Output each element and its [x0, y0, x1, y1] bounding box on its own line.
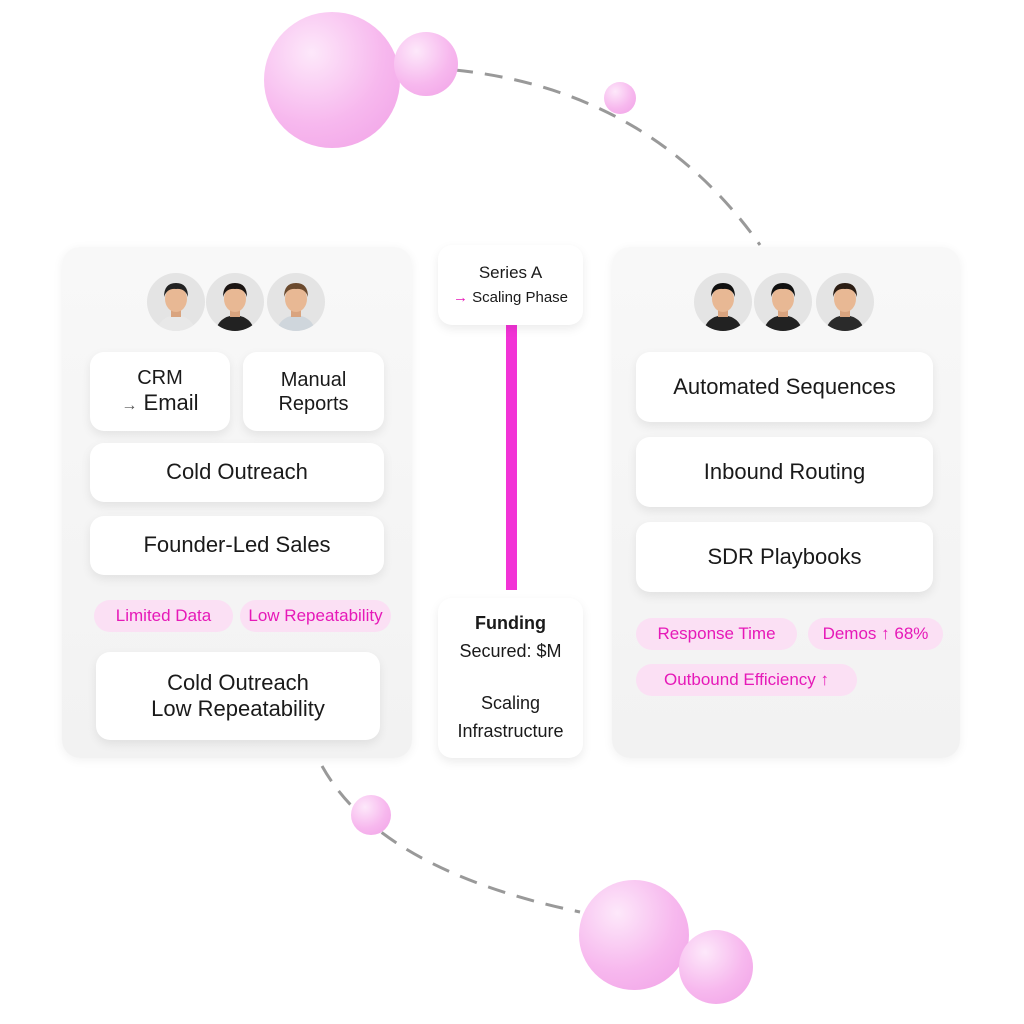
funding-card: Funding Secured: $M Scaling Infrastructu…	[438, 598, 583, 758]
tag-limited-data: Limited Data	[94, 600, 233, 632]
series-a-label: Series A	[478, 262, 543, 282]
scaling-phase-label: Scaling Phase	[472, 289, 569, 307]
inbound-routing-card: Inbound Routing	[636, 437, 933, 507]
person-avatar	[694, 273, 752, 331]
email-label: Email	[143, 390, 199, 416]
series-a-card: Series A → Scaling Phase	[438, 245, 583, 325]
inbound-routing-label: Inbound Routing	[703, 458, 866, 484]
manual-reports-card: Manual Reports	[243, 352, 384, 431]
bubble-decoration	[351, 795, 391, 835]
arrow-right-icon: →	[121, 397, 138, 415]
founder-led-sales-card: Founder-Led Sales	[90, 516, 384, 575]
bottom-dashed-arc	[320, 765, 581, 914]
bubble-decoration	[579, 880, 689, 990]
scaling-label: Scaling	[480, 693, 541, 713]
crm-label: CRM	[137, 367, 183, 390]
person-avatar	[206, 273, 264, 331]
cold-outreach-card: Cold Outreach	[90, 443, 384, 502]
person-avatar	[267, 273, 325, 331]
cold-outreach-label: Cold Outreach	[166, 459, 308, 485]
funding-label: Funding	[475, 613, 546, 634]
crm-email-card: CRM → Email	[90, 352, 230, 431]
founder-led-sales-label: Founder-Led Sales	[143, 532, 331, 558]
bubble-decoration	[394, 32, 458, 96]
sdr-playbooks-label: SDR Playbooks	[707, 543, 862, 569]
person-avatar	[754, 273, 812, 331]
bubble-decoration	[264, 12, 400, 148]
person-avatar	[816, 273, 874, 331]
tag-low-repeatability: Low Repeatability	[240, 600, 391, 632]
manual-label: Manual	[280, 368, 347, 391]
infrastructure-label: Infrastructure	[457, 720, 564, 741]
sdr-playbooks-card: SDR Playbooks	[636, 522, 933, 592]
tag-demos: Demos ↑ 68%	[808, 618, 943, 650]
tag-outbound-efficiency: Outbound Efficiency ↑	[636, 664, 857, 696]
bubble-decoration	[679, 930, 753, 1004]
reports-label: Reports	[278, 392, 349, 415]
summary-card: Cold Outreach Low Repeatability	[96, 652, 380, 740]
arrow-right-icon: →	[452, 289, 468, 307]
summary-line-2: Low Repeatability	[151, 696, 325, 721]
automated-sequences-card: Automated Sequences	[636, 352, 933, 422]
timeline-bar	[506, 322, 517, 590]
person-avatar	[147, 273, 205, 331]
funding-amount: Secured: $M	[459, 641, 562, 662]
tag-response-time: Response Time	[636, 618, 797, 650]
bubble-decoration	[604, 82, 636, 114]
summary-line-1: Cold Outreach	[167, 669, 309, 695]
top-dashed-arc	[454, 68, 762, 246]
automated-sequences-label: Automated Sequences	[673, 373, 896, 399]
